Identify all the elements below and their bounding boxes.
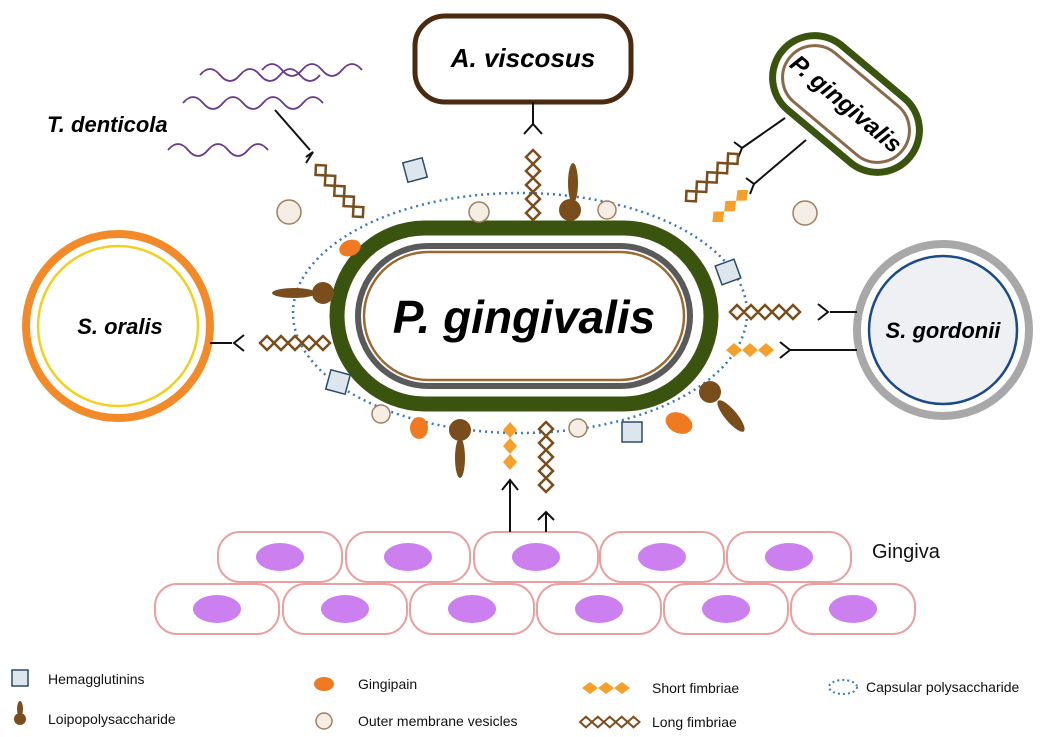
gingipain [410, 417, 428, 439]
short-fimbria [503, 422, 517, 470]
s-gordonii-inner [867, 254, 1019, 406]
t-denticola-spirochete [167, 63, 363, 157]
cell-nucleus [321, 595, 369, 623]
cell-nucleus [829, 595, 877, 623]
brown-diamonds-icon [578, 715, 641, 729]
s-oralis-label: S. oralis [77, 314, 163, 339]
cell-nucleus [702, 595, 750, 623]
gingipains [339, 239, 693, 439]
gingipain [339, 239, 361, 257]
legend-label: Short fimbriae [652, 680, 739, 696]
p-gingivalis-partner-inner [781, 44, 911, 164]
cell-nucleus [193, 595, 241, 623]
hemagglutinin [401, 156, 429, 184]
hemagglutinin [621, 421, 643, 443]
s-oralis-group: S. oralis [22, 230, 332, 422]
a-viscosus-group: A. viscosus [412, 13, 634, 222]
lollipop-icon [14, 701, 26, 725]
cell-nucleus [256, 543, 304, 571]
hemagglutinins [324, 156, 742, 443]
lps [272, 282, 334, 304]
outer-membrane-vesicles [276, 199, 818, 438]
cytoplasm-boundary [362, 250, 686, 382]
gingiva-row-top [217, 531, 852, 583]
lps [449, 419, 471, 478]
hemagglutinin [714, 258, 742, 286]
long-fimbria [728, 303, 802, 321]
central-bacterium: P. gingivalis [291, 191, 749, 435]
cell-nucleus [448, 595, 496, 623]
lps [699, 381, 745, 432]
legend-label: Gingipain [358, 676, 417, 692]
legend-item-hemagglutinins: Hemagglutinins [11, 669, 145, 687]
t-denticola-group: T. denticola [47, 63, 370, 223]
lipopolysaccharides [272, 163, 745, 478]
legend: Hemagglutinins Loipopolysaccharide Gingi… [11, 669, 1020, 730]
omv [597, 200, 617, 220]
gingiva-adhesion [501, 420, 555, 532]
omv [371, 404, 391, 424]
short-fimbria [707, 184, 753, 228]
gingiva-label: Gingiva [872, 541, 941, 563]
legend-label: Hemagglutinins [48, 671, 145, 687]
omv [468, 201, 490, 223]
legend-item-capsular: Capsular polysaccharide [828, 679, 1020, 695]
orange-diamonds-icon [582, 682, 630, 694]
legend-label: Long fimbriae [652, 714, 737, 730]
t-denticola-label: T. denticola [47, 112, 168, 137]
gingiva-tissue: Gingiva [154, 531, 941, 635]
gingipain [665, 412, 693, 434]
cell-nucleus [384, 543, 432, 571]
legend-item-lps: Loipopolysaccharide [14, 701, 176, 727]
long-fimbria [258, 334, 332, 352]
a-viscosus-label: A. viscosus [450, 43, 596, 73]
omv [276, 199, 302, 225]
legend-label: Capsular polysaccharide [866, 679, 1020, 695]
legend-item-long-fimbriae: Long fimbriae [578, 714, 737, 730]
square-icon [11, 669, 29, 687]
long-fimbria [309, 159, 370, 223]
long-fimbria [680, 147, 744, 208]
circle-icon [315, 712, 333, 730]
cell-nucleus [512, 543, 560, 571]
central-label: P. gingivalis [393, 291, 655, 343]
s-oralis-inner [36, 244, 200, 408]
long-fimbria [537, 420, 555, 494]
cell-nucleus [638, 543, 686, 571]
dotted-ellipse-icon [828, 679, 858, 695]
orange-oval-icon [314, 677, 334, 691]
cell-nucleus [575, 595, 623, 623]
s-gordonii-group: S. gordonii [726, 240, 1033, 420]
legend-item-omv: Outer membrane vesicles [315, 712, 518, 730]
legend-label: Loipopolysaccharide [48, 711, 176, 727]
omv [792, 200, 818, 226]
long-fimbria [524, 148, 542, 222]
legend-label: Outer membrane vesicles [358, 713, 518, 729]
a-viscosus-cell [412, 13, 634, 105]
omv [568, 418, 588, 438]
gingiva-row-bottom [154, 583, 916, 635]
legend-item-gingipain: Gingipain [314, 676, 417, 692]
short-fimbria [726, 343, 774, 357]
lps [559, 163, 581, 221]
s-gordonii-label: S. gordonii [886, 318, 1002, 343]
p-gingivalis-partner-group: P. gingivalis [680, 32, 923, 228]
legend-item-short-fimbriae: Short fimbriae [582, 680, 739, 696]
hemagglutinin [324, 368, 352, 396]
cell-nucleus [765, 543, 813, 571]
